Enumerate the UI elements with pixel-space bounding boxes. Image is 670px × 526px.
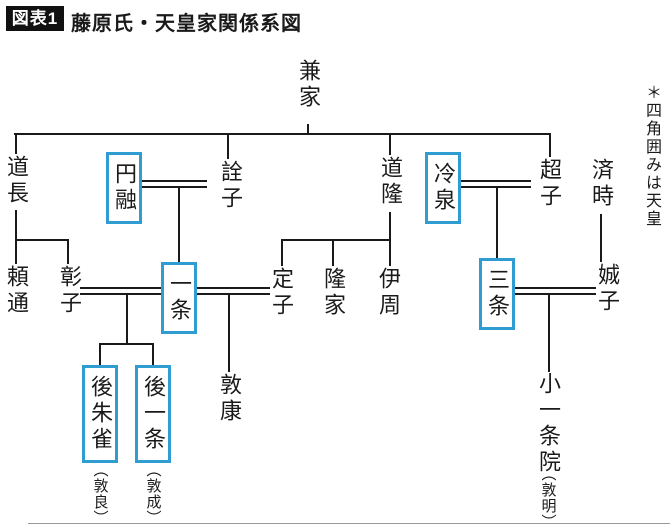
person-senshi: 詮子: [218, 160, 243, 212]
line-drop-gosuzaku: [99, 343, 101, 366]
marriage-line-shoshi-ichijo: [80, 287, 161, 295]
person-gosuzaku-birth-name: （敦良）: [91, 462, 109, 526]
line-gosuzaku-goichijo-siblings: [99, 343, 154, 345]
line-drop-sanjo: [496, 187, 498, 258]
person-koichijoin-birth-name: （敦明）: [539, 466, 557, 526]
person-sanjo-emperor-box: 三条: [479, 258, 515, 330]
person-choshi: 超子: [537, 158, 562, 210]
person-ichijo-emperor-box: 一条: [161, 262, 197, 334]
person-gosuzaku-emperor-box: 後朱雀: [82, 365, 118, 463]
person-michinaga: 道長: [4, 155, 29, 207]
figure-title: 藤原氏・天皇家関係系図: [71, 13, 302, 35]
person-shoshi: 彰子: [57, 265, 82, 317]
line-drop-yorimichi: [15, 239, 17, 264]
person-reizei-emperor-box: 冷泉: [425, 152, 461, 224]
line-drop-teishi: [281, 239, 283, 266]
person-michitaka: 道隆: [378, 156, 403, 208]
line-drop-koichijoin: [548, 294, 550, 372]
line-michitaka-down: [389, 212, 391, 241]
person-korechika: 伊周: [376, 267, 401, 319]
line-drop-choshi: [549, 133, 551, 157]
line-michinaga-children: [15, 239, 69, 241]
line-drop-ichijo: [178, 187, 180, 262]
line-drop-korechika: [389, 239, 391, 266]
line-drop-takaie: [332, 239, 334, 266]
line-drop-atsuyasu: [228, 294, 230, 372]
line-kaneie-children: [14, 133, 551, 135]
marriage-line-sanjo-seishi: [515, 287, 596, 295]
line-drop-michitaka: [389, 133, 391, 155]
line-michinaga-down: [15, 210, 17, 241]
person-goichijo-emperor-box: 後一条: [135, 365, 171, 463]
person-yorimichi: 頼通: [4, 265, 29, 317]
line-shoshi-ichijo-down: [126, 294, 128, 345]
person-seishi: 娍子: [595, 263, 620, 315]
legend-note: ＊四角囲みは天皇: [643, 84, 660, 228]
line-drop-goichijo: [152, 343, 154, 366]
person-takaie: 隆家: [321, 267, 346, 319]
marriage-line-enyu-senshi: [142, 180, 207, 188]
person-teishi: 定子: [269, 267, 294, 319]
bottom-border: [28, 523, 670, 524]
person-goichijo-birth-name: （敦成）: [144, 462, 162, 526]
person-atsuyasu: 敦康: [217, 373, 242, 425]
person-enyu-emperor-box: 円融: [106, 152, 142, 224]
figure-badge: 図表1: [6, 6, 64, 31]
person-kaneie: 兼家: [296, 59, 321, 111]
line-naritoki-seishi: [600, 214, 602, 262]
person-koichijoin: 小一条院: [536, 372, 561, 476]
line-drop-senshi: [227, 133, 229, 159]
marriage-line-ichijo-teishi: [197, 287, 270, 295]
line-michitaka-children: [281, 239, 391, 241]
line-drop-shoshi: [67, 239, 69, 264]
line-drop-michinaga: [15, 133, 17, 154]
person-naritoki: 済時: [589, 158, 614, 210]
line-kaneie-drop: [307, 124, 309, 135]
